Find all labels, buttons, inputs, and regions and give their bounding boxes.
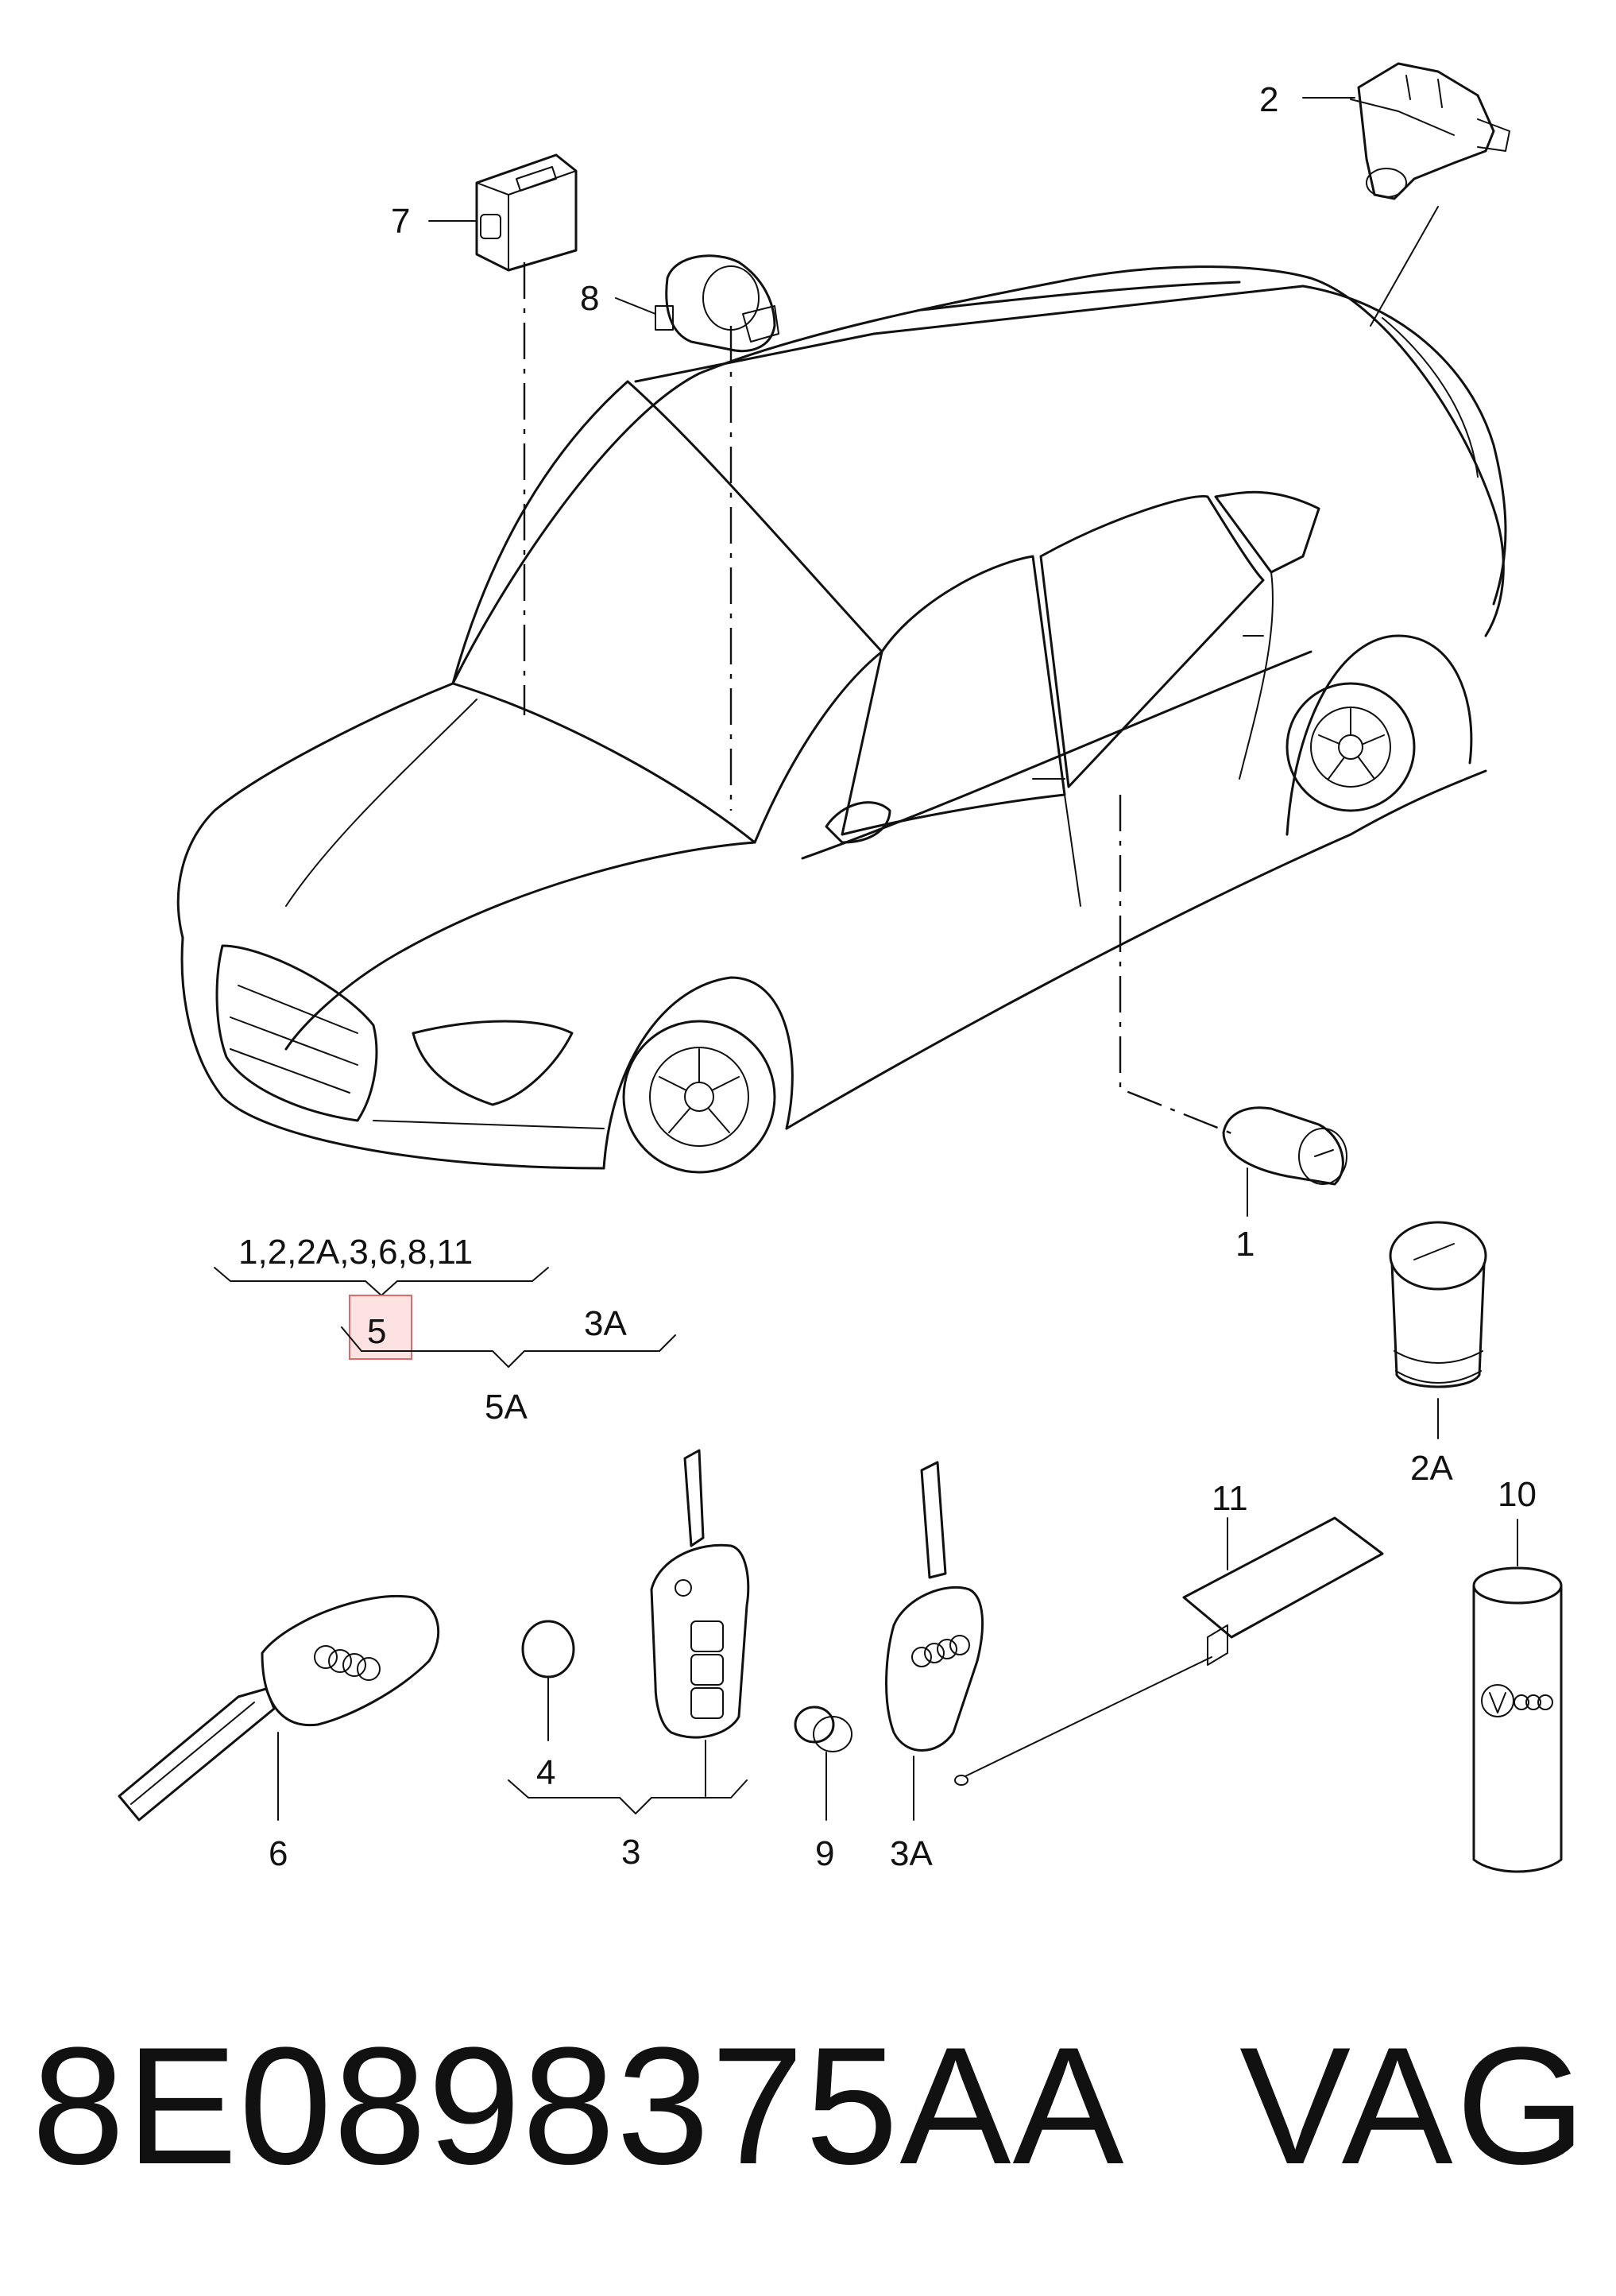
callout-7: 7 <box>391 202 410 241</box>
part-3a-remote-key: 3A <box>885 1461 984 1873</box>
car-illustration <box>176 265 1507 1174</box>
part-number: 8E0898375AA <box>32 2012 1126 2199</box>
part-4-battery: 4 <box>521 1620 575 1792</box>
part-10-cartridge: 10 <box>1472 1475 1563 1873</box>
callout-9: 9 <box>815 1834 834 1873</box>
part-2a-cylinder: 2A <box>1389 1221 1487 1488</box>
part-1-lock-cylinder: 1 <box>1222 1106 1347 1264</box>
group-5-members: 1,2,2A,3,6,8,11 <box>238 1233 473 1272</box>
callout-3a: 3A <box>890 1834 933 1873</box>
callout-4: 4 <box>536 1753 555 1792</box>
callout-1: 1 <box>1235 1225 1255 1264</box>
part-6-key: 6 <box>118 1595 440 1873</box>
part-9-bushing: 9 <box>794 1706 852 1873</box>
footer: 8E0898375AA VAG <box>32 2015 1589 2197</box>
callout-2: 2 <box>1259 80 1278 119</box>
part-3-flip-key: 3 <box>508 1449 750 1872</box>
part-7-switch: 7 <box>391 153 578 272</box>
part-11-transponder-tag: 11 <box>954 1479 1384 1786</box>
callout-6: 6 <box>269 1834 288 1873</box>
group-5a-member: 3A <box>584 1304 627 1343</box>
callout-3: 3 <box>621 1833 640 1872</box>
callout-11: 11 <box>1212 1479 1248 1518</box>
brand-label: VAG <box>1239 2012 1589 2199</box>
callout-2a: 2A <box>1410 1449 1453 1488</box>
callout-5a: 5A <box>485 1388 528 1427</box>
assembly-group: 1,2,2A,3,6,8,11 5 3A 5A <box>214 1233 676 1427</box>
callout-5: 5 <box>367 1312 386 1351</box>
callout-8: 8 <box>580 279 599 318</box>
reference-lines <box>523 206 1439 1138</box>
part-2-ignition-lock: 2 <box>1259 62 1510 200</box>
part-8-actuator: 8 <box>580 254 779 353</box>
highlight-box <box>349 1295 412 1360</box>
callout-10: 10 <box>1498 1475 1537 1514</box>
